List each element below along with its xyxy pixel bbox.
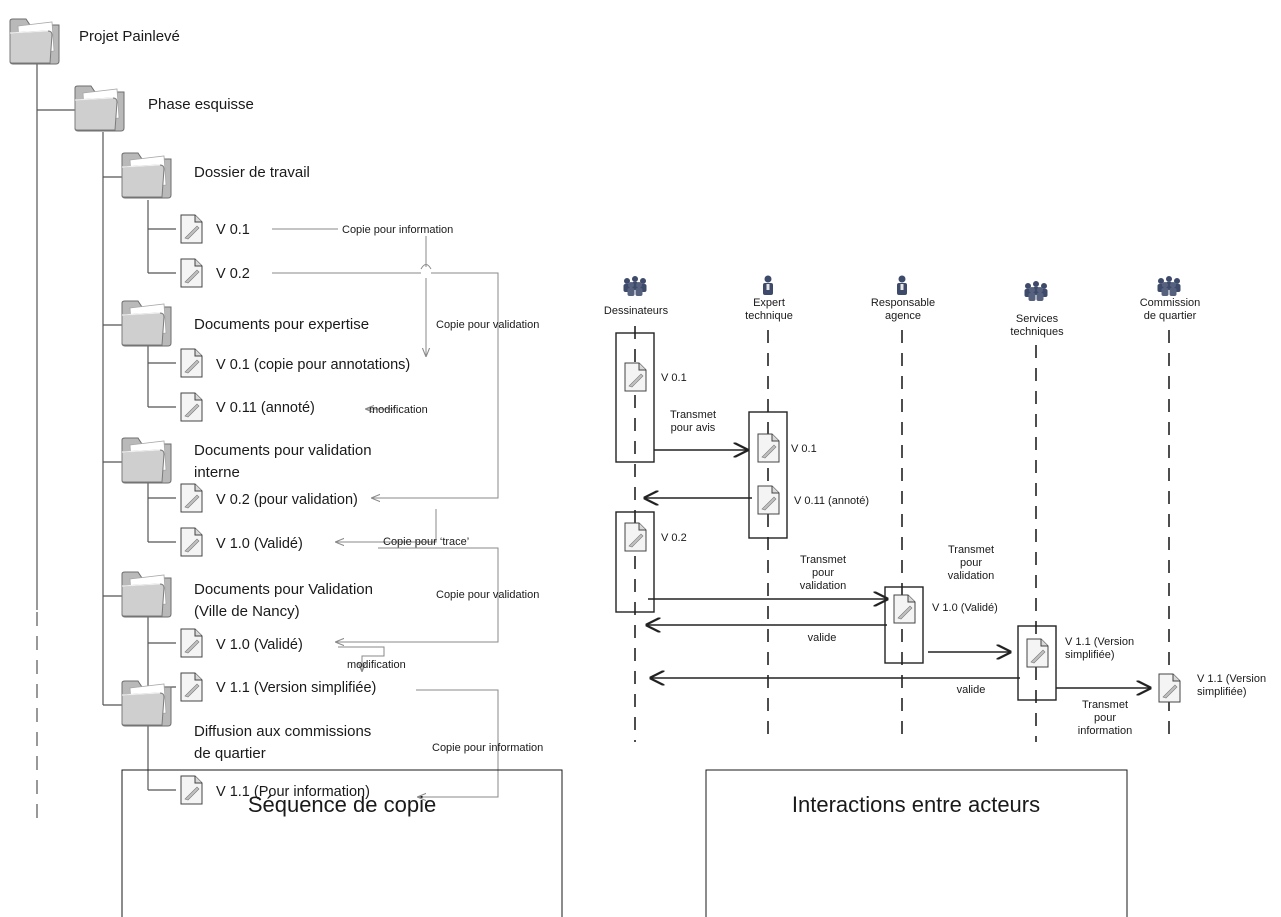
person-icon	[763, 275, 773, 295]
folder-label-travail: Dossier de travail	[194, 164, 310, 181]
copy-connectors: Copie pour information Copie pour valida…	[272, 224, 543, 797]
activation-box	[1017, 625, 1057, 701]
file-icon	[180, 672, 203, 702]
file-icon	[180, 258, 203, 288]
caption-left: Séquence de copie	[121, 769, 563, 917]
connector-label: Copie pour information	[342, 224, 453, 236]
group-icon	[1157, 276, 1181, 296]
message-label: valide	[808, 632, 837, 644]
connector-label: Copie pour information	[432, 742, 543, 754]
folder-icon	[9, 18, 60, 65]
activation-box	[615, 511, 655, 613]
file-icon	[180, 527, 203, 557]
file-label: V 0.2	[216, 266, 250, 282]
folder-label-interne-2: interne	[194, 464, 240, 481]
folder-label-diffusion-2: de quartier	[194, 745, 266, 762]
file-icon	[180, 483, 203, 513]
folder-icon	[121, 437, 172, 484]
file-icon	[180, 214, 203, 244]
folder-icon	[121, 152, 172, 199]
folder-icon	[121, 300, 172, 347]
file-label: V 0.2 (pour validation)	[216, 492, 358, 508]
caption-right: Interactions entre acteurs	[705, 769, 1128, 917]
document-icon	[757, 485, 780, 515]
person-icon	[897, 275, 907, 295]
connector-label: Copie pour ‘trace’	[383, 536, 469, 548]
activation-box	[748, 411, 788, 539]
file-label: V 0.1	[216, 222, 250, 238]
connector-label: Copie pour validation	[436, 319, 539, 331]
document-label: V 0.11 (annoté)	[794, 495, 869, 507]
connector-label: Copie pour validation	[436, 589, 539, 601]
root-folder-label: Projet Painlevé	[79, 28, 180, 45]
document-label: V 0.1	[661, 372, 687, 384]
folder-label-interne: Documents pour validation	[194, 442, 372, 459]
document-icon	[757, 433, 780, 463]
document-icon	[1158, 673, 1181, 703]
file-label: V 1.0 (Validé)	[216, 637, 303, 653]
folder-icon	[121, 680, 172, 727]
copy-sequence-tree: Projet Painlevé Phase esquisse Dossier d…	[9, 18, 543, 822]
folder-icon	[121, 571, 172, 618]
file-label: V 1.1 (Version simplifiée)	[216, 680, 376, 696]
file-icon	[180, 775, 203, 805]
group-icon	[623, 276, 647, 296]
file-icon	[180, 628, 203, 658]
file-icon	[180, 348, 203, 378]
group-icon	[1024, 281, 1048, 301]
connector-label: modification	[347, 659, 406, 671]
folder-label-nancy-2: (Ville de Nancy)	[194, 603, 300, 620]
file-label: V 1.1 (Pour information)	[216, 784, 370, 800]
caption-left-text: Séquence de copie	[248, 792, 436, 817]
folder-label-expertise: Documents pour expertise	[194, 316, 369, 333]
activation-box	[615, 332, 655, 463]
actor-label-dessinateurs: Dessinateurs	[604, 305, 669, 317]
file-icon	[180, 392, 203, 422]
phase-folder-label: Phase esquisse	[148, 96, 254, 113]
document-icon	[624, 522, 647, 552]
document-icon	[893, 594, 916, 624]
folder-label-nancy: Documents pour Validation	[194, 581, 373, 598]
message-label: valide	[957, 684, 986, 696]
folder-label-diffusion: Diffusion aux commissions	[194, 723, 371, 740]
document-label: V 0.1	[791, 443, 817, 455]
document-label: V 0.2	[661, 532, 687, 544]
caption-right-text: Interactions entre acteurs	[792, 792, 1040, 817]
document-icon	[624, 362, 647, 392]
folder-icon	[74, 85, 125, 132]
file-label: V 0.1 (copie pour annotations)	[216, 357, 410, 373]
document-icon	[1026, 638, 1049, 668]
file-label: V 0.11 (annoté)	[216, 400, 315, 416]
connector-label: modification	[369, 404, 428, 416]
file-label: V 1.0 (Validé)	[216, 536, 303, 552]
document-label: V 1.0 (Validé)	[932, 602, 998, 614]
